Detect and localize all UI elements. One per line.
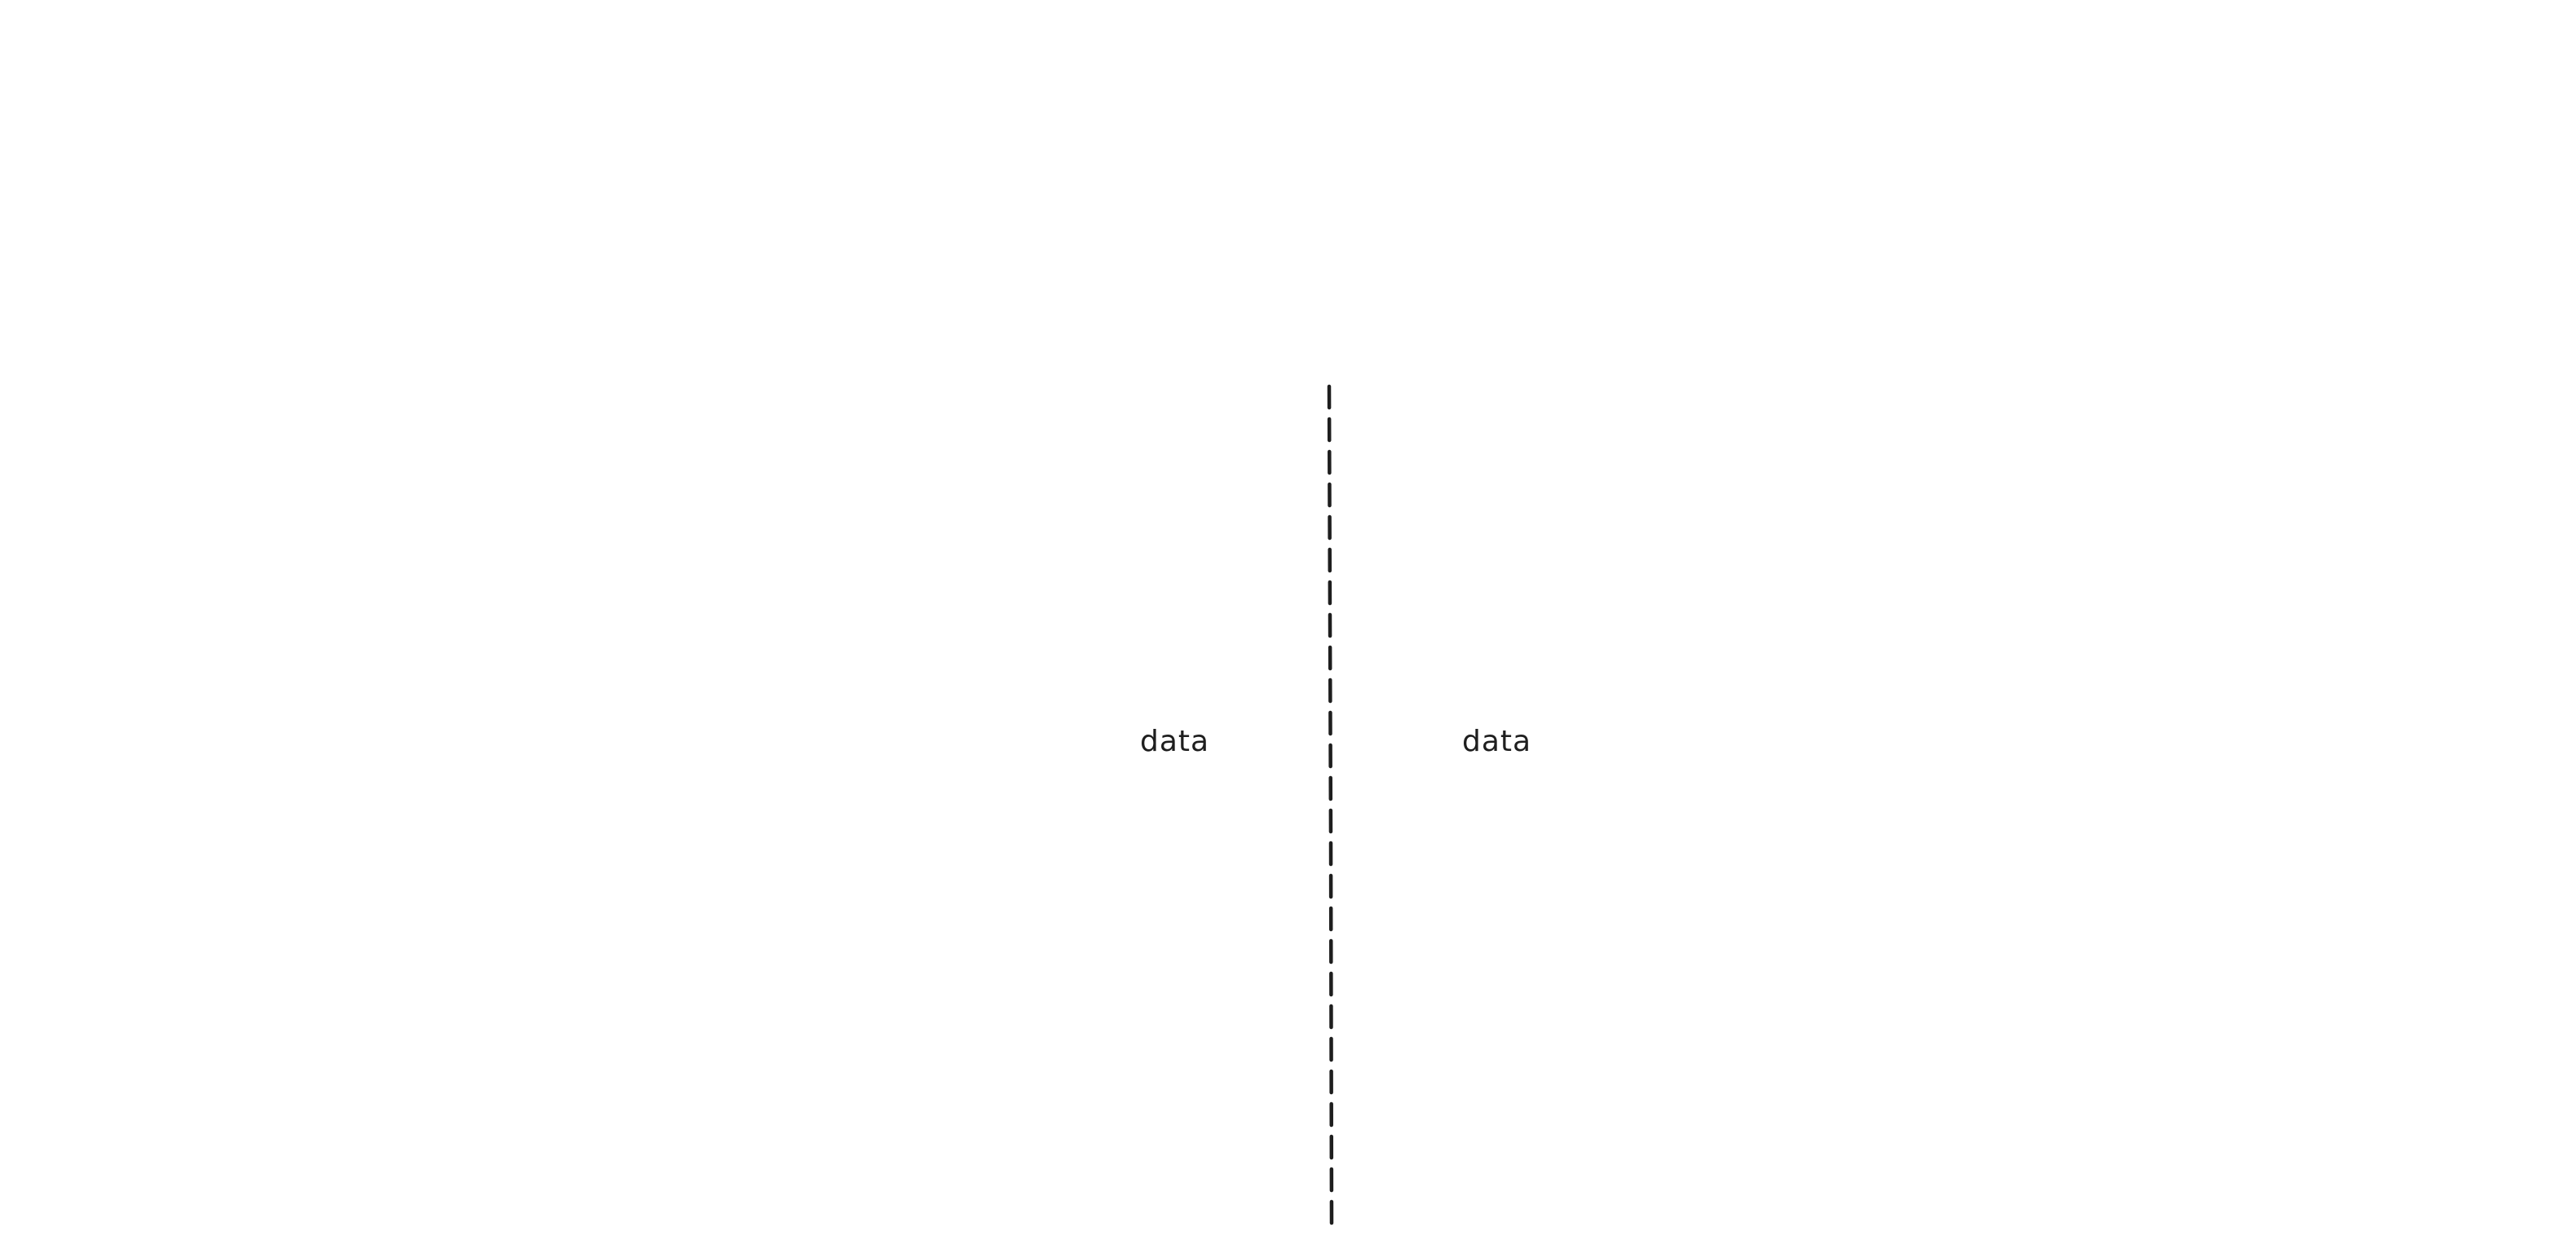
right-data-label: data: [1462, 725, 1532, 758]
divider-path: [1327, 384, 1334, 1229]
left-data-label: data: [1140, 725, 1210, 758]
